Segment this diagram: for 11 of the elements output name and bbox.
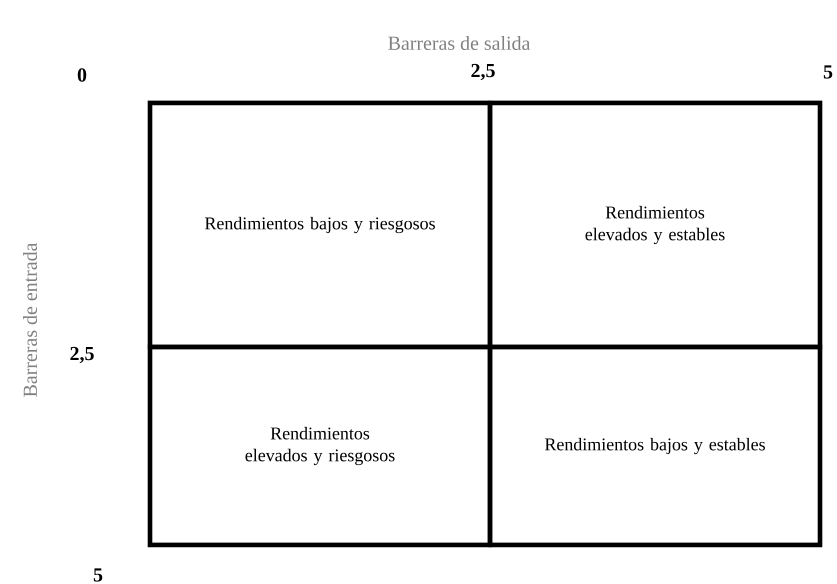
tick-label: 0	[78, 68, 86, 82]
quadrant-cell: Rendimientos bajos y estables	[488, 344, 822, 548]
quadrant-cell: Rendimientos elevados y estables	[488, 100, 822, 350]
quadrant-cell: Rendimientos elevados y riesgosos	[148, 344, 492, 548]
axis-title: Barreras de entrada	[23, 242, 37, 397]
quadrant-cell: Rendimientos bajos y riesgosos	[148, 100, 492, 350]
tick-label: 5	[94, 568, 102, 582]
tick-label: 2,5	[70, 346, 94, 364]
axis-title: Barreras de salida	[388, 36, 530, 50]
tick-label: 2,5	[471, 64, 495, 80]
tick-label: 5	[824, 65, 832, 79]
